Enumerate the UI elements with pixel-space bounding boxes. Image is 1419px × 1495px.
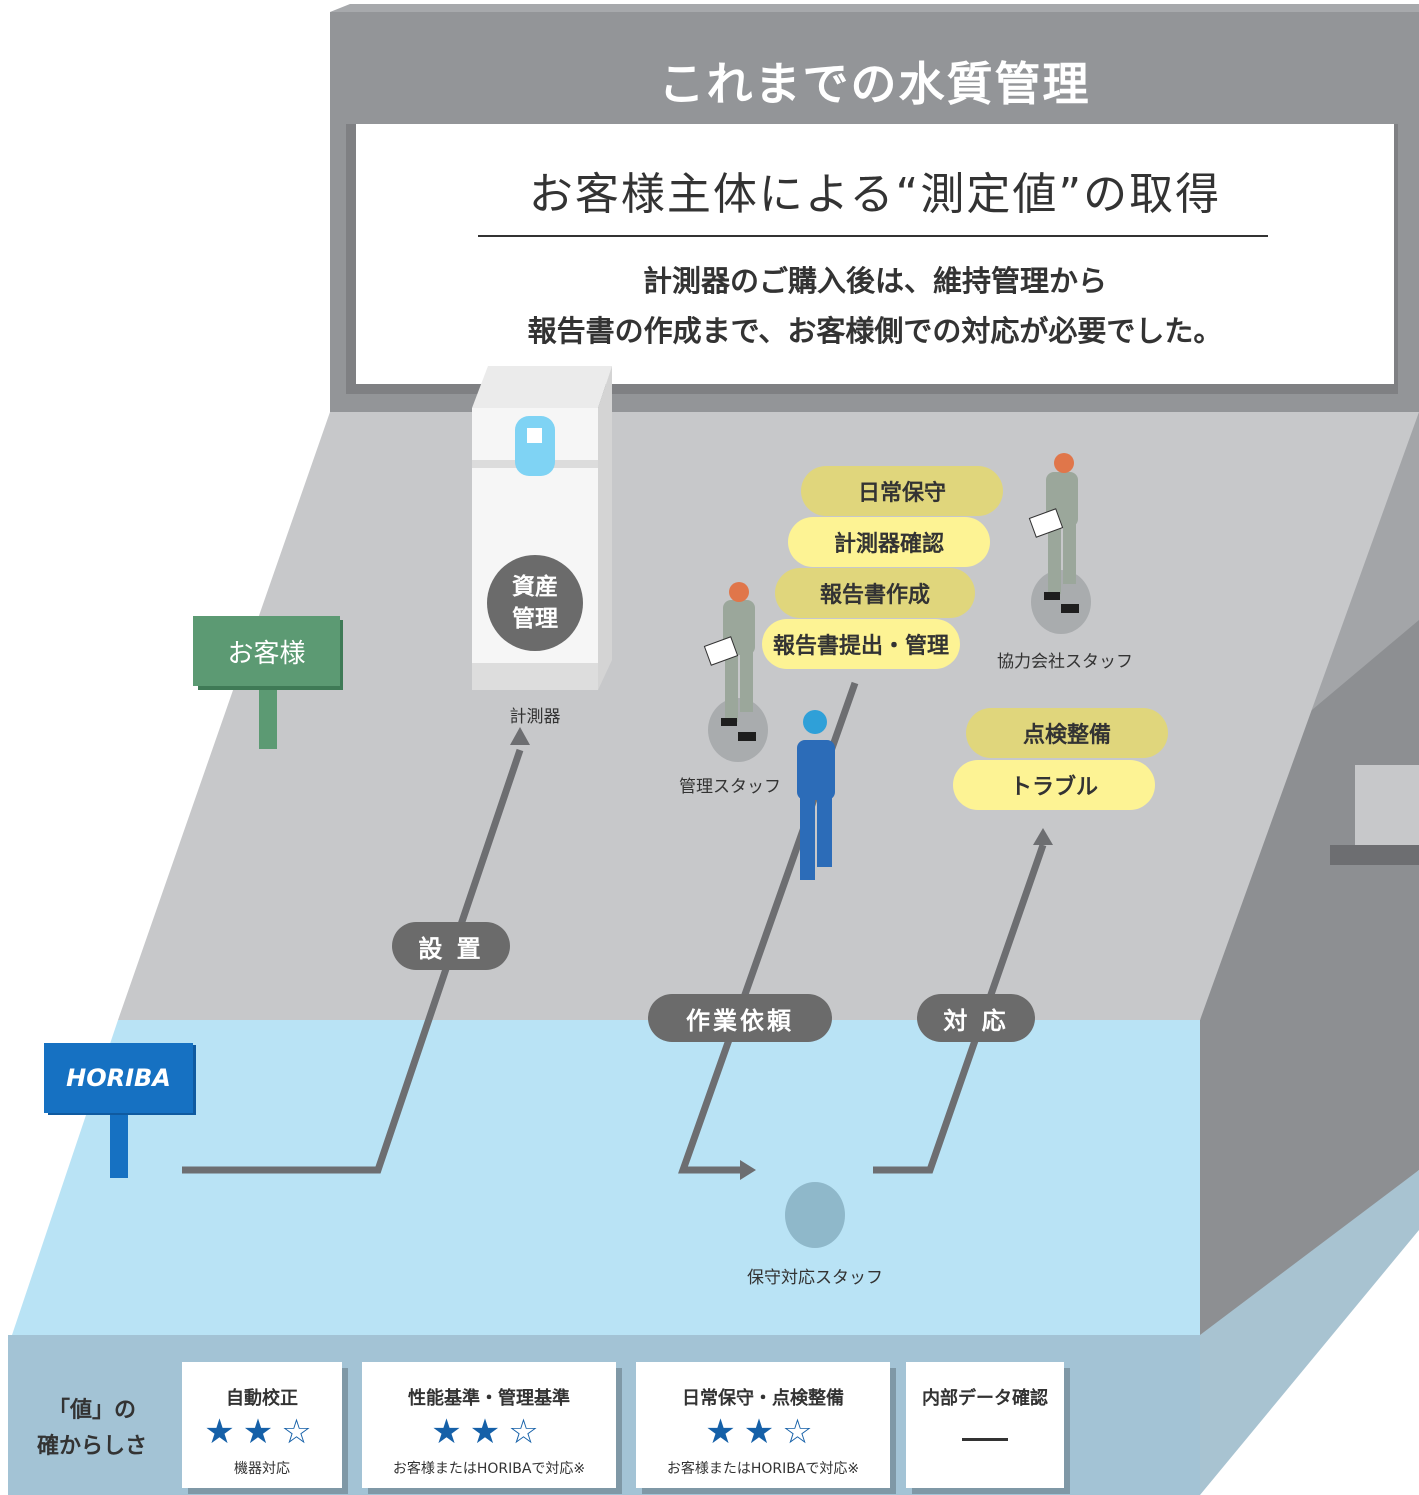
management-staff-caption: 管理スタッフ — [679, 777, 781, 797]
card-stars: ★★☆ — [705, 1412, 821, 1452]
panel-subtitle: お客様主体による“測定値”の取得 — [528, 169, 1222, 220]
reliability-card-performance-standards: 性能基準・管理基準 ★★☆ お客様またはHORIBAで対応※ — [362, 1362, 616, 1488]
asset-badge-line2: 管理 — [512, 606, 558, 632]
arrow-install — [182, 748, 524, 1174]
reliability-card-auto-calibration: 自動校正 ★★☆ 機器対応 — [182, 1362, 342, 1488]
card-title: 日常保守・点検整備 — [682, 1388, 844, 1409]
instrument-side — [598, 366, 612, 690]
reliability-card-internal-data: 内部データ確認 — [906, 1362, 1064, 1488]
card-stars: ★★☆ — [204, 1412, 320, 1452]
bottom-strip-side — [1200, 1170, 1419, 1495]
horiba-sign-post — [110, 1110, 128, 1178]
flow-install-label: 設 置 — [392, 922, 510, 970]
card-title: 自動校正 — [226, 1388, 298, 1409]
task-trouble: トラブル — [953, 760, 1155, 810]
arrow-request — [678, 681, 859, 1174]
card-note: お客様またはHORIBAで対応※ — [666, 1461, 860, 1477]
arrow-response — [873, 843, 1047, 1174]
maintenance-staff-figure — [785, 710, 845, 1248]
card-title: 内部データ確認 — [922, 1388, 1048, 1409]
floor-customer — [118, 412, 1419, 1020]
instrument-base — [472, 663, 598, 690]
maintenance-staff-caption: 保守対応スタッフ — [747, 1268, 883, 1288]
value-reliability-label: 「値」の 確からしさ — [22, 1393, 162, 1465]
arrow-install-head — [510, 727, 530, 745]
arrow-response-head — [1033, 828, 1053, 845]
arrow-request-head — [740, 1160, 756, 1180]
asset-badge-line1: 資産 — [512, 574, 558, 600]
reliability-card-daily-maintenance: 日常保守・点検整備 ★★☆ お客様またはHORIBAで対応※ — [636, 1362, 890, 1488]
back-wall-top — [330, 4, 1419, 12]
card-title: 性能基準・管理基準 — [408, 1388, 570, 1409]
customer-sign: お客様 — [193, 616, 340, 686]
instrument-window-inner — [527, 428, 542, 443]
card-dash — [962, 1438, 1008, 1441]
task-instrument-check: 計測器確認 — [788, 517, 990, 567]
value-label-line2: 確からしさ — [36, 1434, 147, 1459]
flow-response-label: 対 応 — [917, 994, 1035, 1042]
partner-staff-figure — [1028, 453, 1091, 634]
card-note: お客様またはHORIBAで対応※ — [392, 1461, 586, 1477]
card-note: 機器対応 — [234, 1461, 290, 1477]
side-block — [1355, 765, 1419, 845]
floor-horiba — [12, 1020, 1200, 1335]
panel-background — [356, 124, 1394, 384]
management-staff-figure — [703, 582, 768, 762]
task-daily-maintenance: 日常保守 — [801, 466, 1003, 516]
instrument-caption: 計測器 — [509, 707, 561, 727]
customer-sign-post — [259, 684, 277, 749]
horiba-sign: HORIBA — [44, 1043, 193, 1113]
side-block-edge — [1330, 845, 1419, 865]
task-inspection: 点検整備 — [966, 708, 1168, 758]
card-stars: ★★☆ — [431, 1412, 547, 1452]
task-report-creation: 報告書作成 — [775, 568, 975, 618]
partner-staff-caption: 協力会社スタッフ — [997, 652, 1133, 672]
value-label-line1: 「値」の — [47, 1398, 136, 1423]
asset-management-badge: 資産 管理 — [487, 555, 583, 651]
instrument-top — [472, 366, 612, 408]
flow-request-label: 作業依頼 — [648, 994, 832, 1042]
panel-description-line2: 報告書の作成まで、お客様側での対応が必要でした。 — [527, 314, 1223, 348]
header-title: これまでの水質管理 — [658, 57, 1091, 111]
instrument-window — [515, 416, 555, 476]
task-report-submission: 報告書提出・管理 — [762, 619, 960, 669]
panel-description-line1: 計測器のご購入後は、維持管理から — [642, 264, 1107, 298]
